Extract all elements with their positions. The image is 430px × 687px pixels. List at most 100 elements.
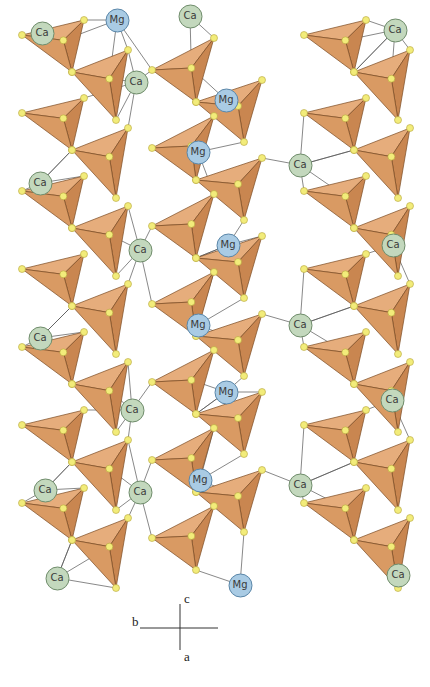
calcium-atom: Ca xyxy=(128,480,153,505)
oxygen-atom xyxy=(69,459,76,466)
calcium-atom: Ca xyxy=(386,563,411,588)
atom-circle xyxy=(31,22,54,45)
oxygen-atom xyxy=(106,231,113,238)
atom-label: Mg xyxy=(233,580,248,590)
oxygen-atom xyxy=(363,407,370,414)
oxygen-atom xyxy=(19,500,26,507)
atom-circle xyxy=(382,234,405,257)
oxygen-atom xyxy=(363,251,370,258)
oxygen-atom xyxy=(81,95,88,102)
tetrahedron xyxy=(354,518,410,588)
calcium-atom: Ca xyxy=(288,313,313,338)
tetrahedron-face xyxy=(22,347,72,384)
oxygen-atom xyxy=(211,191,218,198)
oxygen-atom xyxy=(69,225,76,232)
oxygen-atom xyxy=(211,35,218,42)
atom-circle xyxy=(179,5,202,28)
atom-label: Ca xyxy=(133,487,146,497)
oxygen-atom xyxy=(69,225,76,232)
atom-circle xyxy=(289,474,312,497)
oxygen-atom xyxy=(211,425,218,432)
calcium-atom: Ca xyxy=(124,70,149,95)
axis-label: a xyxy=(184,650,190,663)
oxygen-atom xyxy=(407,437,414,444)
tetrahedron xyxy=(152,272,214,336)
oxygen-atom xyxy=(388,543,395,550)
oxygen-atom xyxy=(193,255,200,262)
oxygen-atom xyxy=(113,507,120,514)
tetrahedron-face xyxy=(22,425,72,462)
oxygen-atom xyxy=(125,281,132,288)
oxygen-atom xyxy=(388,75,395,82)
tetrahedron-face xyxy=(152,68,196,102)
atom-label: Mg xyxy=(193,475,208,485)
calcium-atom: Ca xyxy=(381,233,406,258)
oxygen-atom xyxy=(193,411,200,418)
oxygen-atom xyxy=(106,543,113,550)
magnesium-atom: Mg xyxy=(186,313,211,338)
atom-circle xyxy=(229,574,252,597)
oxygen-atom xyxy=(351,225,358,232)
oxygen-atom xyxy=(235,493,242,500)
atom-label: Ca xyxy=(391,570,404,580)
tetrahedron xyxy=(304,332,366,384)
oxygen-atom xyxy=(113,351,120,358)
oxygen-atom xyxy=(19,188,26,195)
oxygen-atom xyxy=(69,303,76,310)
oxygen-atom xyxy=(211,503,218,510)
oxygen-atom xyxy=(69,147,76,154)
calcium-atom: Ca xyxy=(288,153,313,178)
oxygen-atom xyxy=(363,485,370,492)
atom-label: Ca xyxy=(386,240,399,250)
oxygen-atom xyxy=(81,173,88,180)
oxygen-atom xyxy=(149,379,156,386)
atom-label: Mg xyxy=(219,387,234,397)
calcium-atom: Ca xyxy=(33,478,58,503)
oxygen-atom xyxy=(342,349,349,356)
oxygen-atom xyxy=(60,427,67,434)
oxygen-atom xyxy=(342,505,349,512)
tetrahedron xyxy=(304,98,366,150)
oxygen-atom xyxy=(301,188,308,195)
tetrahedron-face xyxy=(152,536,196,570)
oxygen-atom xyxy=(149,457,156,464)
atom-circle xyxy=(121,399,144,422)
oxygen-atom xyxy=(395,273,402,280)
oxygen-atom xyxy=(125,125,132,132)
axis-line xyxy=(180,604,181,650)
oxygen-atom xyxy=(188,377,195,384)
tetrahedron xyxy=(304,488,366,540)
tetrahedron-face xyxy=(72,540,116,588)
oxygen-atom xyxy=(193,99,200,106)
oxygen-atom xyxy=(351,225,358,232)
oxygen-atom xyxy=(69,537,76,544)
oxygen-atom xyxy=(395,351,402,358)
oxygen-atom xyxy=(69,303,76,310)
oxygen-atom xyxy=(19,110,26,117)
oxygen-atom xyxy=(351,147,358,154)
oxygen-atom xyxy=(241,529,248,536)
magnesium-atom: Mg xyxy=(216,233,241,258)
oxygen-atom xyxy=(363,17,370,24)
oxygen-atom xyxy=(241,139,248,146)
oxygen-atom xyxy=(395,507,402,514)
tetrahedron xyxy=(152,350,214,414)
calcium-atom: Ca xyxy=(288,473,313,498)
tetrahedron xyxy=(304,254,366,306)
oxygen-atom xyxy=(363,173,370,180)
oxygen-atom xyxy=(241,373,248,380)
oxygen-atom xyxy=(342,193,349,200)
oxygen-atom xyxy=(235,259,242,266)
oxygen-atom xyxy=(407,515,414,522)
magnesium-atom: Mg xyxy=(228,573,253,598)
oxygen-atom xyxy=(19,344,26,351)
oxygen-atom xyxy=(259,389,266,396)
atom-circle xyxy=(189,469,212,492)
oxygen-atom xyxy=(106,465,113,472)
tetrahedron xyxy=(152,116,214,180)
atom-label: Ca xyxy=(33,178,46,188)
oxygen-atom xyxy=(149,535,156,542)
atom-label: Mg xyxy=(219,95,234,105)
tetrahedron-face xyxy=(304,269,354,306)
tetrahedron-face xyxy=(304,503,354,540)
